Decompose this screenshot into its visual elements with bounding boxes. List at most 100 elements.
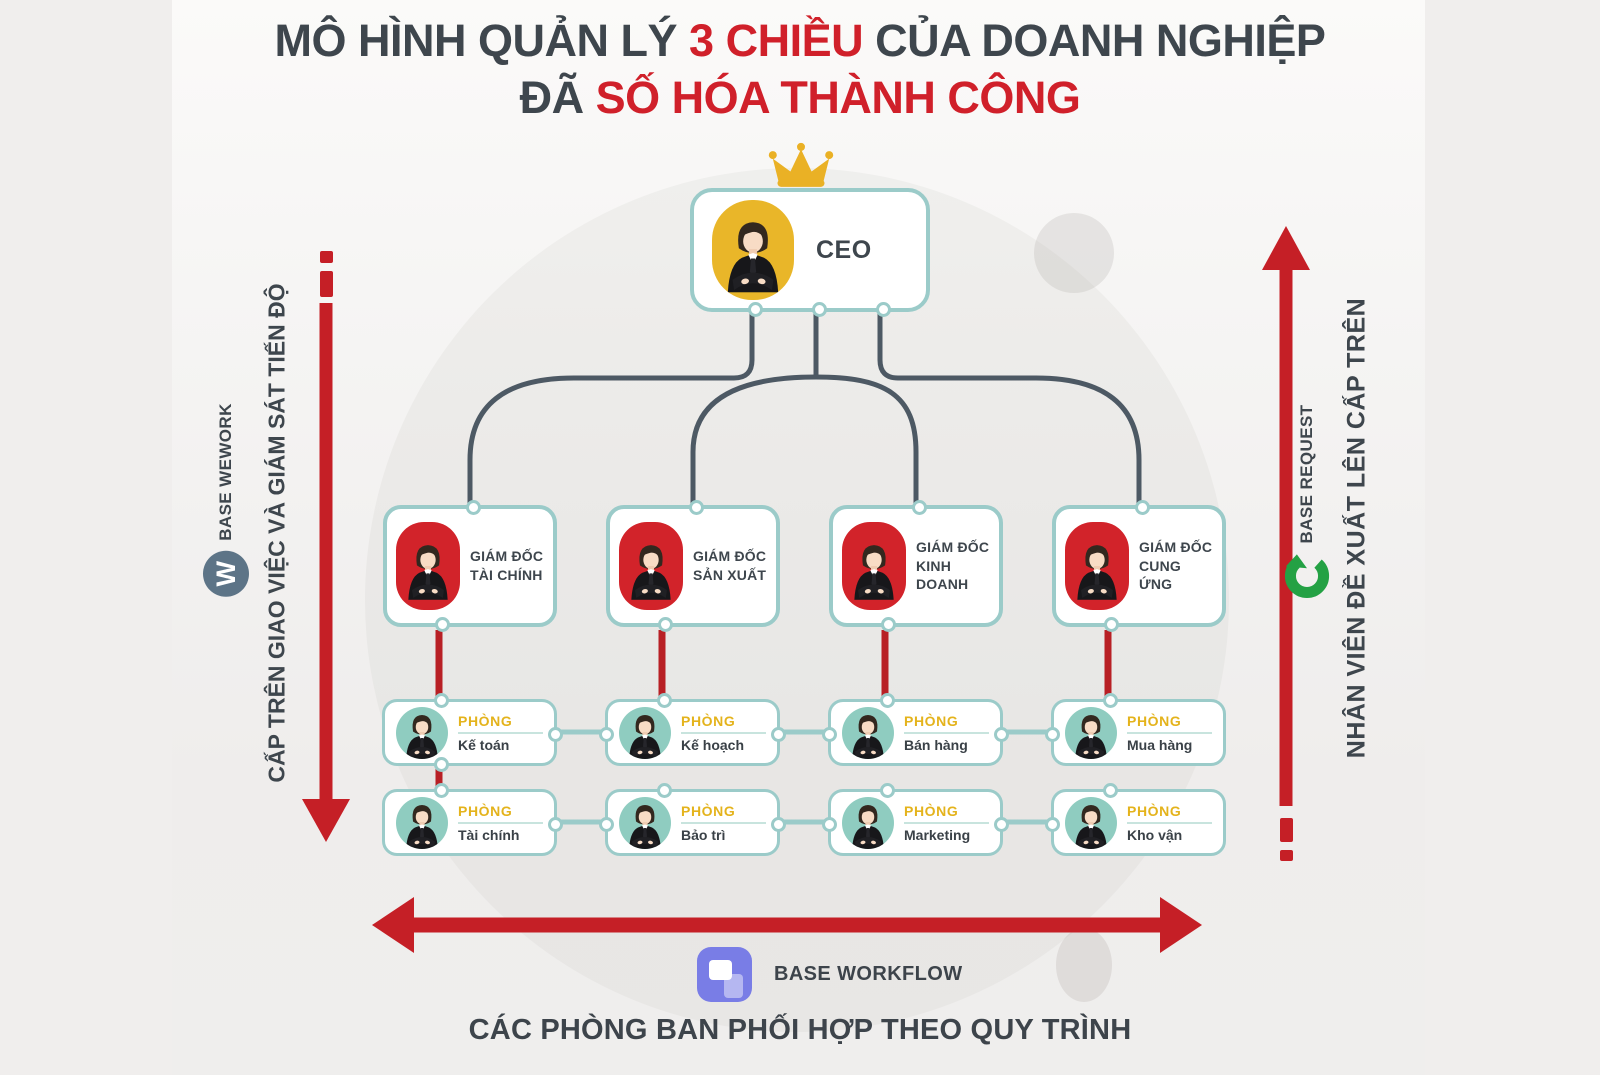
person-icon (843, 799, 893, 849)
ceo-avatar (712, 200, 794, 300)
director-avatar (842, 522, 906, 610)
director-card-san-xuat: GIÁM ĐỐC SẢN XUẤT (606, 500, 780, 632)
connector-port (994, 727, 1009, 742)
base-workflow-label: BASE WORKFLOW (774, 963, 963, 985)
connector-port (748, 302, 763, 317)
department-avatar (396, 796, 448, 849)
title-line-2: ĐÃ SỐ HÓA THÀNH CÔNG (0, 69, 1600, 126)
base-wework-label: BASE WEWORK (216, 403, 235, 541)
connector-port (434, 783, 449, 798)
base-request-label: BASE REQUEST (1297, 404, 1316, 544)
department-name: Kế toán (458, 736, 510, 753)
title-highlight: 3 CHIỀU (689, 15, 864, 66)
connector-port (1135, 500, 1150, 515)
person-icon (620, 526, 681, 610)
person-icon (1066, 709, 1116, 759)
connector-port (434, 757, 449, 772)
department-card-kho-van: PHÒNG Kho vận (1045, 783, 1226, 856)
left-axis-label: CẤP TRÊN GIAO VIỆC VÀ GIÁM SÁT TIẾN ĐỘ (263, 283, 290, 783)
connector-port (771, 727, 786, 742)
connector-port (880, 693, 895, 708)
title-text: CỦA DOANH NGHIỆP (863, 15, 1326, 66)
connector-port (1045, 727, 1060, 742)
department-name: Mua hàng (1127, 736, 1193, 753)
department-avatar (1065, 796, 1117, 849)
director-role: GIÁM ĐỐC (693, 548, 767, 565)
background-decor-bubble (1034, 213, 1114, 293)
background-decor-blob (1056, 928, 1112, 1002)
connector-port (881, 617, 896, 632)
department-label: PHÒNG (681, 713, 766, 734)
person-icon (843, 526, 904, 610)
base-wework-brand: W BASE WEWORK (203, 403, 249, 597)
title-text: MÔ HÌNH QUẢN LÝ (274, 15, 690, 66)
department-card-mua-hang: PHÒNG Mua hàng (1045, 693, 1226, 766)
department-label: PHÒNG (904, 803, 989, 824)
department-avatar (619, 706, 671, 759)
department-label: PHÒNG (458, 713, 543, 734)
department-label: PHÒNG (904, 713, 989, 734)
crown-icon (768, 142, 834, 187)
connector-port (880, 783, 895, 798)
connector-port (657, 693, 672, 708)
department-label: PHÒNG (1127, 713, 1212, 734)
connector-port (548, 727, 563, 742)
person-icon (1066, 799, 1116, 849)
base-request-brand: BASE REQUEST (1284, 405, 1330, 600)
right-axis-label: NHÂN VIÊN ĐỀ XUẤT LÊN CẤP TRÊN (1342, 297, 1371, 759)
department-card-ban-hang: PHÒNG Bán hàng (822, 693, 1009, 766)
base-workflow-brand: BASE WORKFLOW (697, 947, 963, 1002)
director-avatar (619, 522, 683, 610)
connector-port (657, 783, 672, 798)
department-name: Bán hàng (904, 736, 968, 753)
connector-port (812, 302, 827, 317)
director-name: SẢN XUẤT (693, 567, 767, 583)
base-request-icon (1284, 554, 1330, 598)
department-name: Bảo trì (681, 826, 726, 843)
director-avatar (396, 522, 460, 610)
director-role: GIÁM ĐỐC (470, 548, 544, 565)
director-role: GIÁM ĐỐC (1139, 538, 1213, 555)
department-avatar (396, 706, 448, 759)
connector-port (599, 727, 614, 742)
director-avatar (1065, 522, 1129, 610)
department-name: Tài chính (458, 826, 520, 843)
connector-port (466, 500, 481, 515)
director-name: KINH DOANH (916, 557, 969, 593)
person-icon (397, 709, 447, 759)
ceo-label: CEO (816, 235, 872, 264)
connector-port (1103, 693, 1118, 708)
ceo-card: CEO (690, 188, 930, 317)
connector-port (1045, 817, 1060, 832)
person-icon (397, 526, 458, 610)
bottom-axis-label: CÁC PHÒNG BAN PHỐI HỢP THEO QUY TRÌNH (468, 1014, 1132, 1046)
person-icon (843, 709, 893, 759)
department-card-bao-tri: PHÒNG Bảo trì (599, 783, 786, 856)
connector-port (658, 617, 673, 632)
person-icon (397, 799, 447, 849)
connector-port (435, 617, 450, 632)
department-card-ke-toan: PHÒNG Kế toán (382, 693, 563, 772)
department-avatar (1065, 706, 1117, 759)
department-name: Kho vận (1127, 826, 1183, 843)
workflow-icon-square (724, 974, 743, 998)
connector-port (689, 500, 704, 515)
department-label: PHÒNG (681, 803, 766, 824)
title-text: ĐÃ (519, 72, 596, 124)
connector-port (876, 302, 891, 317)
department-avatar (619, 796, 671, 849)
connector-port (912, 500, 927, 515)
department-card-marketing: PHÒNG Marketing (822, 783, 1009, 856)
person-icon (1066, 526, 1127, 610)
department-label: PHÒNG (1127, 803, 1212, 824)
connector-port (771, 817, 786, 832)
department-name: Marketing (904, 826, 971, 843)
connector-port (822, 817, 837, 832)
connector-port (1104, 617, 1119, 632)
person-icon (620, 799, 670, 849)
page-title: MÔ HÌNH QUẢN LÝ 3 CHIỀU CỦA DOANH NGHIỆP… (0, 12, 1600, 126)
